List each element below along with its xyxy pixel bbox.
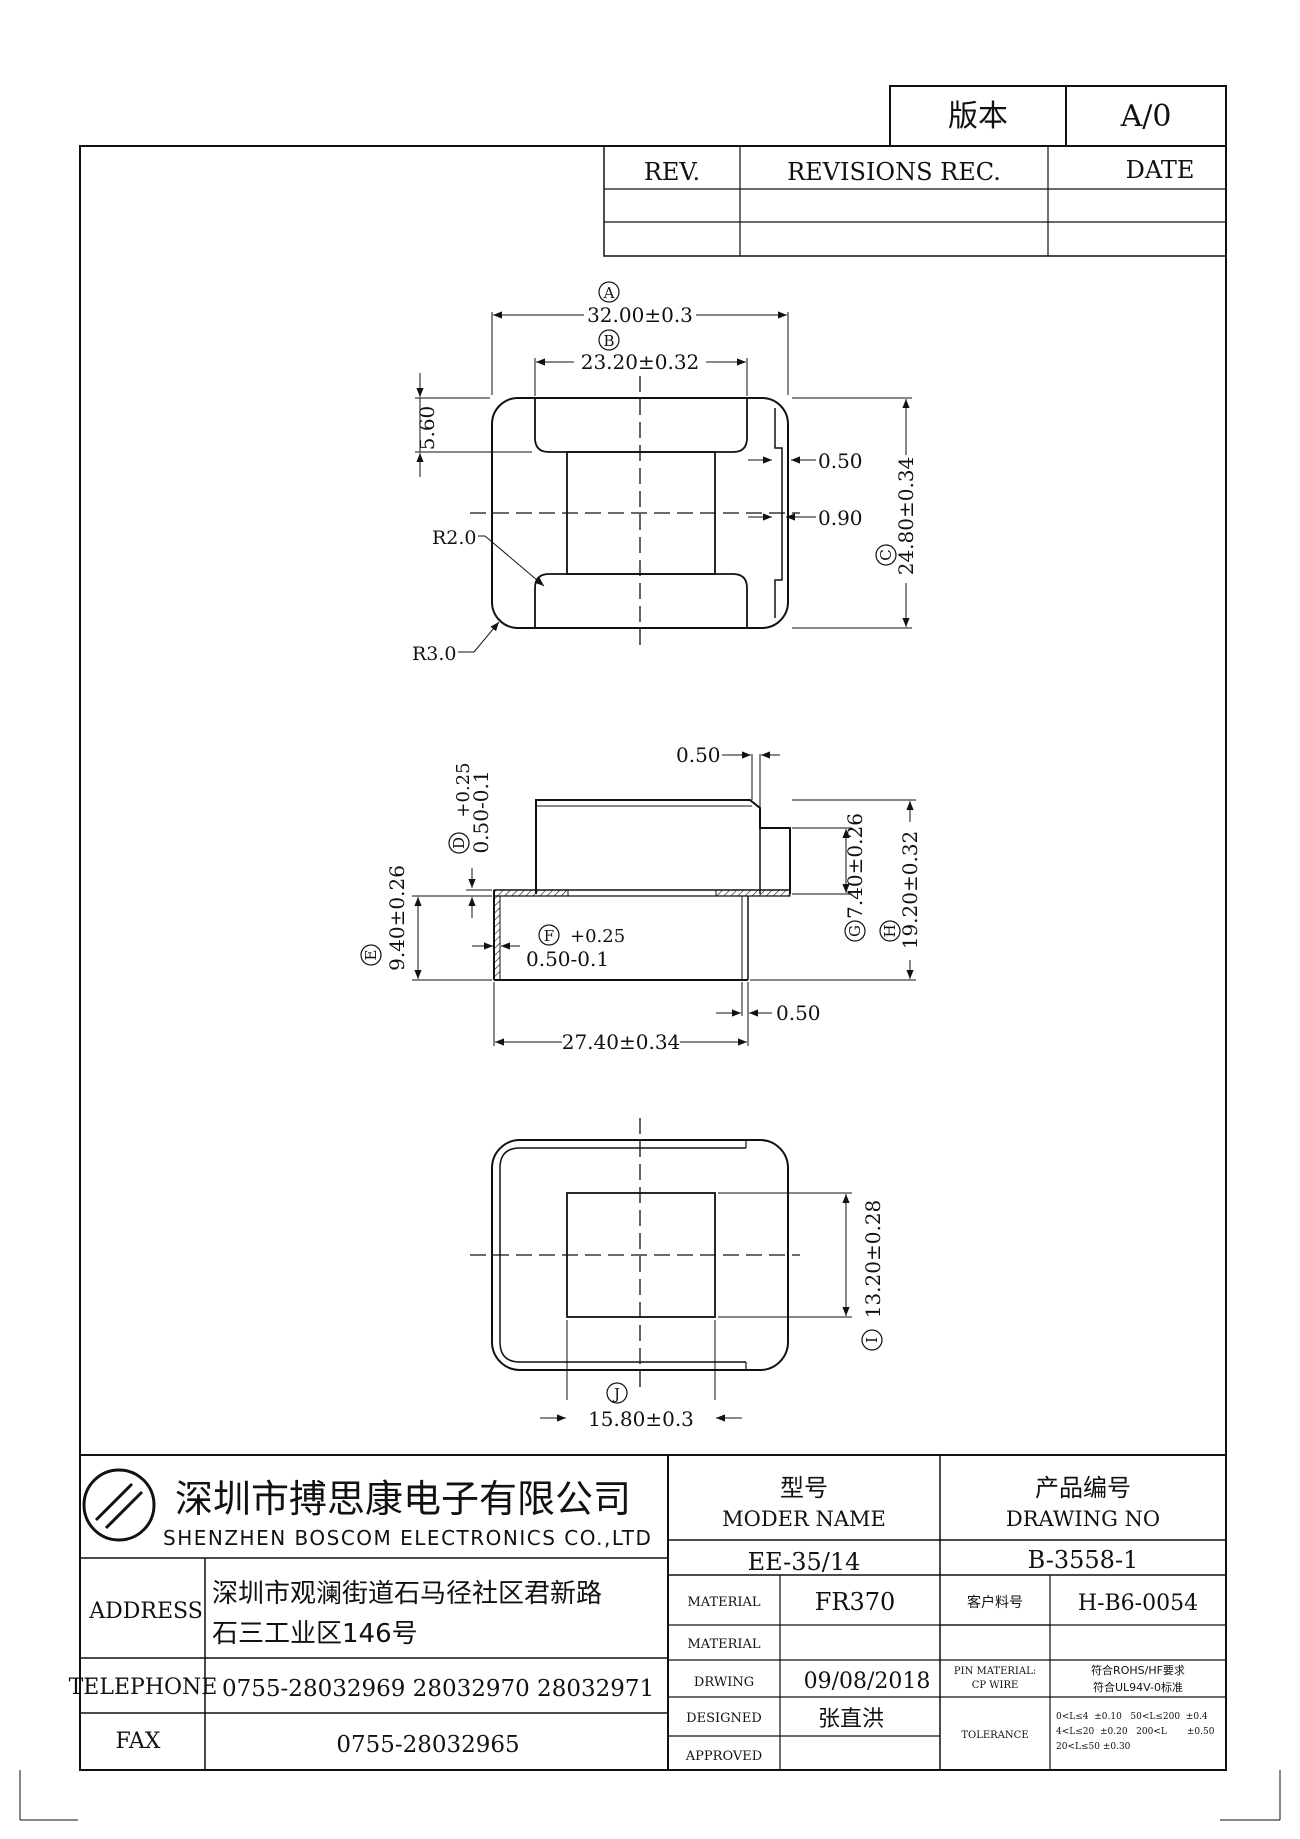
dim-g-value: 7.40±0.26 [843,813,867,919]
model-label-en: MODER NAME [722,1507,886,1531]
dim-2740: 27.40±0.34 [562,1030,681,1054]
rev-header: REV. [644,158,700,186]
dim-h-letter: H [881,924,899,937]
dim-j-letter: J [612,1385,620,1403]
version-value: A/0 [1120,99,1172,134]
dim-f-upper: +0.25 [570,926,625,947]
address-line2: 石三工业区146号 [212,1619,418,1649]
rohs-note: 符合ROHS/HF要求 [1091,1663,1185,1677]
ul-note: 符合UL94V-0标准 [1093,1680,1183,1694]
dim-e-letter: E [362,950,380,961]
company-logo [82,1468,156,1542]
dim-c-value: 24.80±0.34 [894,457,918,576]
model-label-cn: 型号 [780,1474,828,1502]
dim-b-letter: B [603,332,614,350]
title-block: 深圳市搏思康电子有限公司 SHENZHEN BOSCOM ELECTRONICS… [69,1454,1226,1770]
date-header: DATE [1126,156,1195,184]
tolerance-line1: 0<L≤4 ±0.10 50<L≤200 ±0.4 [1056,1712,1208,1722]
dim-d-letter: D [450,837,468,849]
dim-a-value: 32.00±0.3 [587,303,693,327]
telephone-label: TELEPHONE [69,1675,218,1700]
dim-b-value: 23.20±0.32 [581,350,700,374]
pin-material-label: PIN MATERIAL: [954,1666,1036,1677]
revision-table: REV. REVISIONS REC. DATE [603,145,1227,257]
drwing-date: 09/08/2018 [804,1669,931,1694]
address-label: ADDRESS [88,1599,203,1624]
company-name-cn: 深圳市搏思康电子有限公司 [175,1477,631,1521]
dim-d-upper: +0.25 [453,762,474,817]
bottom-view: 13.20±0.28 I J 15.80±0.3 [470,1118,885,1431]
cp-wire-label: CP WIRE [972,1680,1019,1691]
dim-c-letter: C [877,549,895,560]
dim-050-bottom: 0.50 [776,1001,821,1025]
side-view: 0.50 +0.25 0.50-0.1 D 9.40±0.26 E F +0.2… [360,743,922,1054]
dim-i-letter: I [863,1337,881,1343]
version-box: 版本 A/0 [889,85,1227,147]
drawing-label-cn: 产品编号 [1035,1474,1131,1502]
model-value: EE-35/14 [748,1548,861,1576]
dim-d-lower: 0.50-0.1 [469,770,493,853]
material2-label: MATERIAL [687,1637,760,1652]
version-label: 版本 [948,99,1008,134]
approved-label: APPROVED [685,1749,762,1764]
radius-r30: R3.0 [412,643,457,665]
crop-marks [19,1770,1281,1821]
tolerance-label: TOLERANCE [961,1730,1028,1741]
dim-e-value: 9.40±0.26 [385,865,409,971]
tolerance-line3: 20<L≤50 ±0.30 [1056,1742,1131,1752]
tolerance-line2: 4<L≤20 ±0.20 200<L ±0.50 [1056,1727,1215,1737]
customer-pn-label: 客户料号 [967,1594,1023,1611]
dim-h-value: 19.20±0.32 [898,831,922,950]
fax-number: 0755-28032965 [336,1732,519,1758]
company-name-en: SHENZHEN BOSCOM ELECTRONICS CO.,LTD [163,1526,652,1550]
address-line1: 深圳市观澜街道石马径社区君新路 [212,1579,602,1609]
dim-j-value: 15.80±0.3 [588,1407,694,1431]
drawing-number: B-3558-1 [1028,1546,1139,1574]
designed-label: DESIGNED [686,1711,762,1726]
dim-050: 0.50 [818,449,863,473]
designer-name: 张直洪 [818,1707,884,1732]
top-view: A 32.00±0.3 B 23.20±0.32 5.60 0.50 0.90 … [412,281,918,665]
dim-i-value: 13.20±0.28 [861,1200,885,1319]
dim-090: 0.90 [818,506,863,530]
radius-r20: R2.0 [432,527,477,549]
customer-pn-value: H-B6-0054 [1078,1591,1198,1616]
drawing-label-en: DRAWING NO [1006,1507,1160,1531]
dim-560: 5.60 [415,406,439,451]
revisions-rec-header: REVISIONS REC. [787,158,1001,186]
dim-f-letter: F [544,927,554,945]
dim-g-letter: G [846,925,864,937]
fax-label: FAX [116,1729,161,1754]
material-value: FR370 [815,1588,896,1616]
dim-a-letter: A [603,284,615,302]
material-label: MATERIAL [687,1595,760,1610]
dim-f-lower: 0.50-0.1 [526,947,609,971]
dim-050-top: 0.50 [676,743,721,767]
telephone-numbers: 0755-28032969 28032970 28032971 [222,1676,654,1702]
drwing-label: DRWING [694,1675,754,1690]
